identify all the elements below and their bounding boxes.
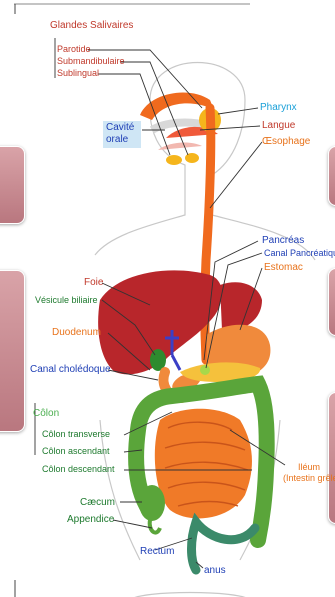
colon-transverse-label: Côlon transverse — [42, 429, 110, 440]
pancreatic-duct — [200, 365, 210, 375]
liver-right-lobe — [220, 282, 262, 330]
oesophage-label: Œsophage — [262, 136, 310, 148]
appendix — [150, 520, 160, 533]
langue-label: Langue — [262, 120, 295, 132]
ileum-label: Iléum — [298, 462, 320, 473]
estomac-label: Estomac — [264, 262, 303, 274]
pancreas-label: Pancréas — [262, 235, 304, 247]
sublingual-gland — [166, 155, 182, 165]
canal-pancreatique-label: Canal Pancréatique — [264, 248, 335, 259]
colon-ascendant-label: Côlon ascendant — [42, 446, 110, 457]
colon-label: Côlon — [33, 408, 59, 420]
orale-label: orale — [106, 134, 128, 146]
foie-label: Foie — [84, 277, 103, 289]
vesicule-label: Vésicule biliaire — [35, 295, 98, 306]
pharynx-label: Pharynx — [260, 102, 297, 114]
rectum-label: Rectum — [140, 546, 174, 558]
small-intestine — [155, 409, 252, 519]
submandibulaire-label: Submandibulaire — [57, 56, 125, 67]
cavite-label: Cavité — [106, 122, 134, 134]
anus-label: anus — [204, 565, 226, 577]
caecum-label: Cæcum — [80, 497, 115, 509]
canal-choledoque-label: Canal cholédoque — [30, 364, 111, 376]
mouth — [158, 143, 202, 150]
sublingual-label: Sublingual — [57, 68, 99, 79]
appendice-label: Appendice — [67, 514, 114, 526]
intestin-grele-label: (Intestin grêle) — [283, 473, 335, 484]
rectum — [192, 522, 256, 570]
glandes-label: Glandes Salivaires — [50, 20, 133, 32]
colon-descendant-label: Côlon descendant — [42, 464, 115, 475]
caecum — [139, 485, 165, 521]
submandibular-gland — [185, 153, 199, 163]
duodenum-label: Duodenum — [52, 327, 101, 339]
parotide-label: Parotide — [57, 44, 91, 55]
